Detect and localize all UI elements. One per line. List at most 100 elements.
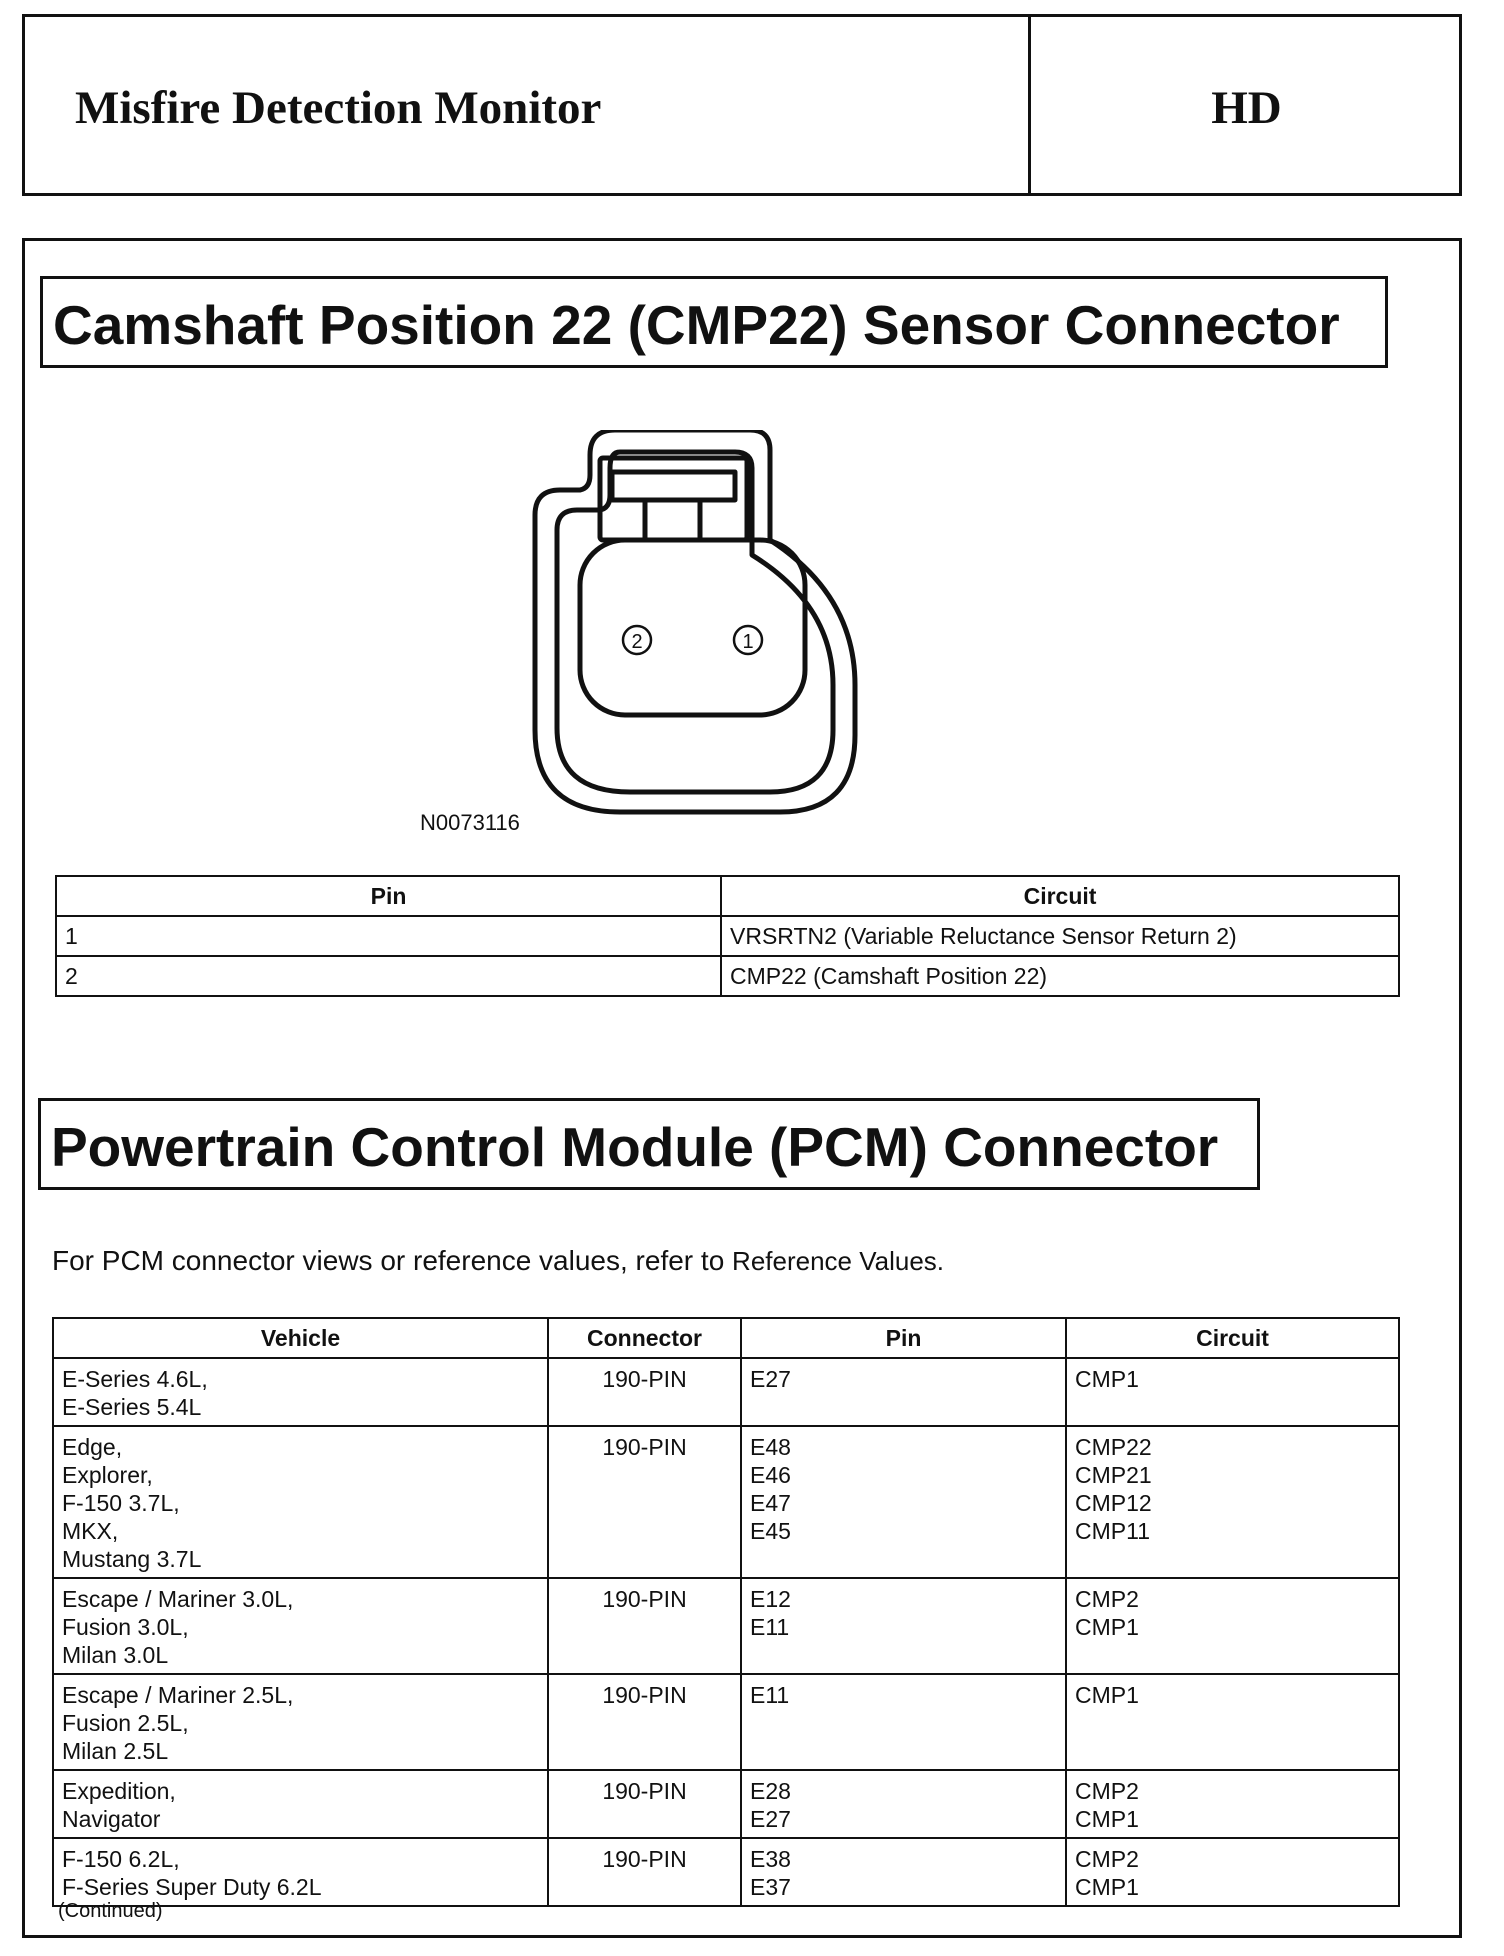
vehicle-line: Escape / Mariner 3.0L, <box>62 1586 294 1612</box>
circuit-line: CMP1 <box>1075 1874 1139 1900</box>
table-row: F-150 6.2L,F-Series Super Duty 6.2L 190-P… <box>52 1837 1400 1907</box>
pin-line: E48 <box>750 1434 791 1460</box>
pin-2-marker: 2 <box>621 624 653 656</box>
vehicle-line: Edge, <box>62 1434 123 1460</box>
vehicle-line: Milan 3.0L <box>62 1642 169 1668</box>
circuit-cell: CMP22 (Camshaft Position 22) <box>720 955 1400 997</box>
page-header: Misfire Detection Monitor HD <box>22 14 1462 196</box>
pin-line: E47 <box>750 1490 791 1516</box>
connector-line: 190-PIN <box>602 1846 687 1872</box>
pin-line: E45 <box>750 1518 791 1544</box>
continued-note: (Continued) <box>58 1900 163 1922</box>
connector-line: 190-PIN <box>602 1366 687 1392</box>
pin-2-label: 2 <box>631 631 642 653</box>
pin-line: E46 <box>750 1462 791 1488</box>
vehicle-cell: Escape / Mariner 3.0L,Fusion 3.0L,Milan … <box>52 1577 549 1675</box>
connector-line: 190-PIN <box>602 1586 687 1612</box>
connector-line: 190-PIN <box>602 1434 687 1460</box>
cmp22-connector-diagram: 2 1 <box>532 430 858 815</box>
pcm-connector-table: Vehicle Connector Pin Circuit E-Series 4… <box>52 1317 1400 1907</box>
vehicle-line: F-Series Super Duty 6.2L <box>62 1874 322 1900</box>
circuit-line: CMP2 <box>1075 1586 1139 1612</box>
table-row: Escape / Mariner 2.5L,Fusion 2.5L,Milan … <box>52 1673 1400 1771</box>
reference-values-link[interactable]: Reference Values. <box>732 1246 945 1276</box>
vehicle-line: Fusion 3.0L, <box>62 1614 189 1640</box>
connector-inner-shell <box>554 449 836 795</box>
circuit-line: CMP12 <box>1075 1490 1152 1516</box>
vehicle-line: Navigator <box>62 1806 161 1832</box>
pin-cell: E27 <box>740 1357 1067 1427</box>
vehicle-line: E-Series 4.6L, <box>62 1366 208 1392</box>
pin-line: E27 <box>750 1806 791 1832</box>
vehicle-cell: Escape / Mariner 2.5L,Fusion 2.5L,Milan … <box>52 1673 549 1771</box>
vehicle-cell: E-Series 4.6L,E-Series 5.4L <box>52 1357 549 1427</box>
pin-line: E27 <box>750 1366 791 1392</box>
vehicle-cell: Expedition,Navigator <box>52 1769 549 1839</box>
connector-line: 190-PIN <box>602 1682 687 1708</box>
circuit-line: CMP2 <box>1075 1778 1139 1804</box>
figure-id: N0073116 <box>420 810 520 835</box>
intro-sentence: For PCM connector views or reference val… <box>52 1245 725 1276</box>
pin-line: E37 <box>750 1874 791 1900</box>
table-row: 2 CMP22 (Camshaft Position 22) <box>55 955 1400 997</box>
content-frame <box>22 238 1462 1938</box>
header-divider <box>1028 17 1031 193</box>
pin-cell: 2 <box>55 955 722 997</box>
circuit-line: CMP1 <box>1075 1366 1139 1392</box>
circuit-line: CMP1 <box>1075 1682 1139 1708</box>
circuit-cell: VRSRTN2 (Variable Reluctance Sensor Retu… <box>720 915 1400 957</box>
cmp22-pin-table: Pin Circuit 1 VRSRTN2 (Variable Reluctan… <box>55 875 1400 997</box>
pin-1-marker: 1 <box>732 624 764 656</box>
circuit-line: CMP21 <box>1075 1462 1152 1488</box>
vehicle-line: F-150 6.2L, <box>62 1846 180 1872</box>
column-header-connector: Connector <box>547 1317 742 1359</box>
table-row: Edge,Explorer,F-150 3.7L,MKX,Mustang 3.7… <box>52 1425 1400 1579</box>
section-code: HD <box>1211 82 1282 134</box>
pin-line: E12 <box>750 1586 791 1612</box>
connector-cell: 190-PIN <box>547 1357 742 1427</box>
vehicle-line: Explorer, <box>62 1462 153 1488</box>
circuit-cell: CMP1 <box>1065 1357 1400 1427</box>
circuit-line: CMP1 <box>1075 1806 1139 1832</box>
pin-cell: E11 <box>740 1673 1067 1771</box>
pin-line: E28 <box>750 1778 791 1804</box>
connector-latch-tab <box>609 469 738 503</box>
column-header-pin: Pin <box>55 875 722 917</box>
pin-line: E11 <box>750 1682 790 1708</box>
pin-line: E11 <box>750 1614 790 1640</box>
vehicle-line: Mustang 3.7L <box>62 1546 202 1572</box>
pin-line: E38 <box>750 1846 791 1872</box>
circuit-line: CMP2 <box>1075 1846 1139 1872</box>
connector-cell: 190-PIN <box>547 1673 742 1771</box>
vehicle-line: Expedition, <box>62 1778 176 1804</box>
connector-face <box>577 537 808 718</box>
connector-cell: 190-PIN <box>547 1837 742 1907</box>
column-header-vehicle: Vehicle <box>52 1317 549 1359</box>
pcm-section-heading: Powertrain Control Module (PCM) Connecto… <box>38 1098 1260 1190</box>
pcm-intro-text: For PCM connector views or reference val… <box>52 1245 944 1277</box>
table-row: E-Series 4.6L,E-Series 5.4L 190-PIN E27 CMP… <box>52 1357 1400 1427</box>
column-header-pin: Pin <box>740 1317 1067 1359</box>
column-header-circuit: Circuit <box>1065 1317 1400 1359</box>
vehicle-line: F-150 3.7L, <box>62 1490 180 1516</box>
pin-1-label: 1 <box>742 631 753 653</box>
table-header-row: Pin Circuit <box>55 875 1400 917</box>
vehicle-line: MKX, <box>62 1518 119 1544</box>
connector-line: 190-PIN <box>602 1778 687 1804</box>
vehicle-line: Escape / Mariner 2.5L, <box>62 1682 294 1708</box>
vehicle-cell: F-150 6.2L,F-Series Super Duty 6.2L <box>52 1837 549 1907</box>
cmp22-section-heading: Camshaft Position 22 (CMP22) Sensor Conn… <box>40 276 1388 368</box>
vehicle-line: Milan 2.5L <box>62 1738 169 1764</box>
vehicle-line: Fusion 2.5L, <box>62 1710 189 1736</box>
table-row: 1 VRSRTN2 (Variable Reluctance Sensor Re… <box>55 915 1400 957</box>
circuit-line: CMP22 <box>1075 1434 1152 1460</box>
circuit-cell: CMP1 <box>1065 1673 1400 1771</box>
